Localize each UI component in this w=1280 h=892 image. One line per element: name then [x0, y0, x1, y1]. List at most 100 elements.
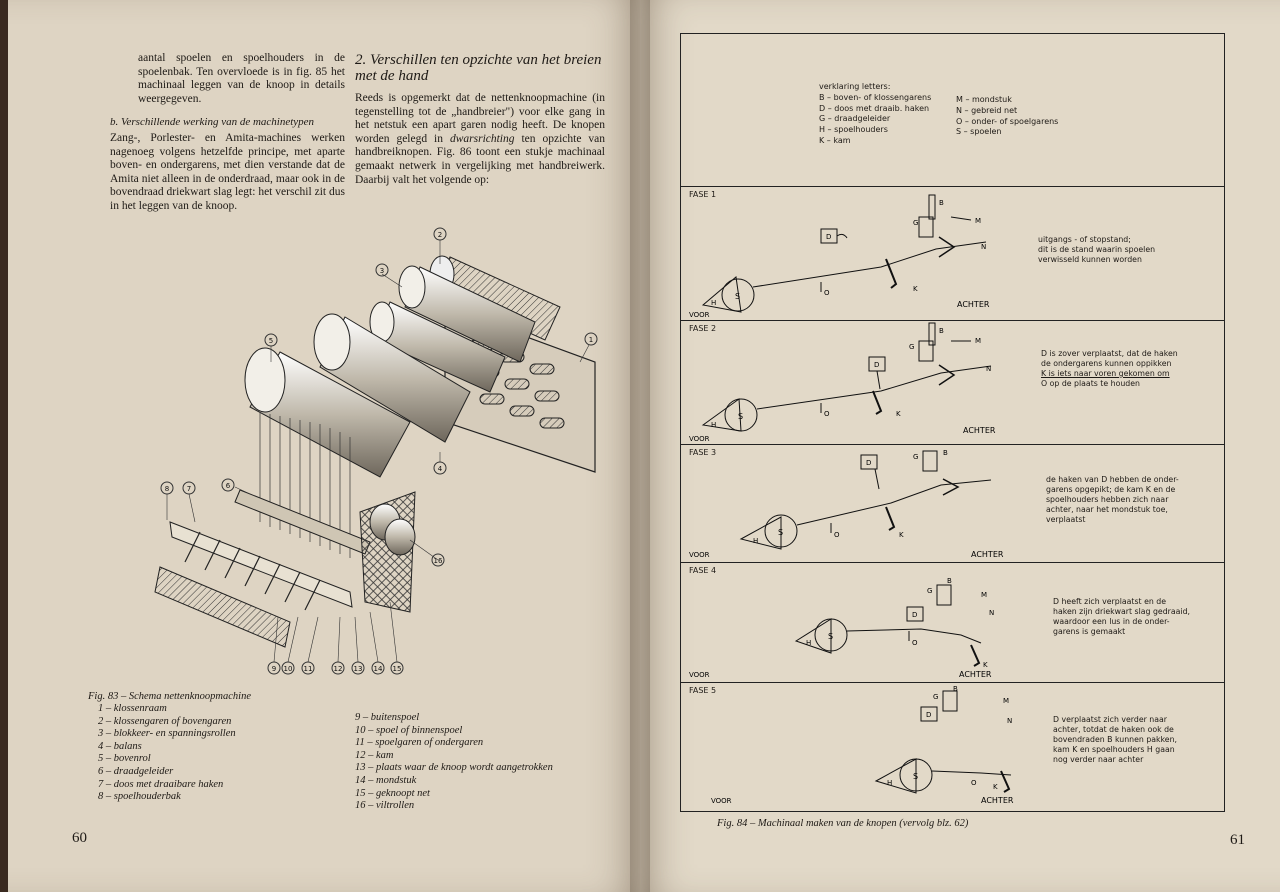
phase-label: FASE 5	[689, 686, 717, 695]
phase-1: FASE 1 S H O D K G B M	[681, 186, 1224, 321]
callout-8: 8	[160, 481, 174, 495]
label-b: B	[943, 449, 948, 457]
phase-note: D heeft zich verplaatst en de haken zijn…	[1053, 597, 1190, 637]
phase-label: FASE 4	[689, 566, 717, 575]
phase-4: FASE 4 S H O D K G B M N VOOR ACHTER	[681, 562, 1224, 683]
phase-label: FASE 1	[689, 190, 717, 199]
svg-text:4: 4	[438, 465, 443, 473]
svg-text:1: 1	[589, 336, 593, 344]
callout-12: 12	[331, 661, 345, 675]
label-voor: VOOR	[689, 311, 710, 319]
legend-item: B – boven- of klossengarens	[819, 92, 932, 102]
note-line: garens is gemaakt	[1053, 627, 1126, 636]
legend-item: 4 – balans	[98, 740, 142, 752]
paragraph-emphasis: dwarsrichting	[449, 132, 515, 145]
note-line: bovendraden B kunnen pakken,	[1053, 735, 1178, 744]
legend-item: 6 – draadgeleider	[98, 765, 174, 777]
label-m: M	[975, 217, 981, 225]
label-m: M	[1003, 697, 1009, 705]
callout-3: 3	[375, 263, 389, 277]
svg-text:6: 6	[226, 482, 231, 490]
phase-note: uitgangs - of stopstand; dit is de stand…	[1038, 235, 1155, 265]
paragraph-machinetypen: Zang-, Porlester- en Amita-machines werk…	[110, 131, 345, 212]
legend-item: 11 – spoelgaren of ondergaren	[355, 737, 484, 749]
label-b: B	[947, 577, 952, 585]
label-voor: VOOR	[689, 671, 710, 679]
fig83-machine-illustration: 2 3 5 1 4 6 7 8 9 10 11 12 13 14 15 16	[154, 227, 598, 675]
note-line: spoelhouders hebben zich naar	[1046, 495, 1169, 504]
callout-1: 1	[584, 332, 598, 346]
phase-3-schematic: S H O D K G B VOOR ACHTER	[689, 449, 1004, 559]
top-roller-5	[244, 347, 411, 478]
fig84-legend-right: M – mondstuk N – gebreid net O – onder- …	[956, 95, 1058, 138]
note-line: waardoor een lus in de onder-	[1053, 617, 1170, 626]
phase-5-schematic: S H O D K G B M N VOOR ACHTER	[711, 685, 1014, 805]
label-s: S	[913, 772, 918, 781]
callout-11: 11	[301, 661, 315, 675]
page-number-left: 60	[72, 830, 87, 846]
svg-text:9: 9	[272, 665, 276, 673]
label-h: H	[711, 421, 716, 429]
label-k: K	[993, 783, 998, 791]
label-o: O	[912, 639, 918, 647]
label-o: O	[971, 779, 977, 787]
label-achter: ACHTER	[957, 300, 990, 309]
label-h: H	[806, 639, 811, 647]
legend-item: 12 – kam	[355, 749, 394, 761]
label-n: N	[986, 365, 991, 373]
book-gutter	[630, 0, 650, 892]
label-d: D	[874, 361, 879, 369]
label-s: S	[828, 632, 833, 641]
fig83-caption: Fig. 83 – Schema nettenknoopmachine	[88, 691, 251, 702]
legend-item: N – gebreid net	[956, 105, 1018, 115]
phase-2-schematic: S H O D K G B M N VOOR ACHTER	[689, 322, 996, 443]
svg-text:8: 8	[165, 485, 169, 493]
note-line: kam K en spoelhouders H gaan	[1053, 745, 1175, 754]
svg-text:11: 11	[304, 665, 313, 673]
note-line: haken zijn driekwart slag gedraaid,	[1053, 607, 1191, 616]
phase-1-schematic: S H O D K G B M N VOOR ACHTER	[689, 194, 990, 319]
label-d: D	[926, 711, 931, 719]
callout-6: 6	[221, 478, 235, 492]
label-s: S	[778, 528, 783, 537]
left-column-text: aantal spoelen en spoelhouders in de spo…	[110, 52, 345, 224]
label-d: D	[912, 611, 917, 619]
legend-item: 8 – spoelhouderbak	[98, 791, 181, 803]
legend-title: verklaring letters:	[819, 82, 891, 91]
phase-label: FASE 3	[689, 448, 717, 457]
legend-item: 1 – klossenraam	[98, 703, 167, 714]
page-number-right: 61	[1230, 832, 1245, 848]
label-k: K	[913, 285, 918, 293]
note-line: uitgangs - of stopstand;	[1038, 235, 1131, 244]
note-line: K is iets naar voren gekomen om	[1041, 369, 1170, 378]
label-g: G	[913, 453, 918, 461]
legend-item: 16 – viltrollen	[355, 800, 415, 812]
legend-item: 7 – doos met draaibare haken	[98, 778, 224, 790]
label-voor: VOOR	[689, 435, 710, 443]
phase-note: D verplaatst zich verder naar achter, to…	[1053, 715, 1177, 765]
label-n: N	[1007, 717, 1012, 725]
legend-item: 14 – mondstuk	[355, 774, 417, 786]
svg-text:7: 7	[187, 485, 191, 493]
callout-2: 2	[433, 227, 447, 241]
callout-7: 7	[182, 481, 196, 495]
svg-text:12: 12	[334, 665, 343, 673]
label-s: S	[735, 292, 740, 301]
legend-item: O – onder- of spoelgarens	[956, 116, 1059, 126]
svg-text:3: 3	[380, 267, 384, 275]
rollers-3	[369, 265, 536, 393]
fig84-caption: Fig. 84 – Machinaal maken van de knopen …	[717, 818, 969, 829]
label-g: G	[909, 343, 914, 351]
legend-item: 15 – geknoopt net	[355, 787, 430, 799]
legend-item: D – doos met draaib. haken	[819, 103, 930, 113]
label-b: B	[953, 685, 958, 693]
callout-4: 4	[433, 461, 447, 475]
phase-note: D is zover verplaatst, dat de haken de o…	[1041, 349, 1178, 389]
callout-13: 13	[351, 661, 365, 675]
label-achter: ACHTER	[963, 426, 996, 435]
right-column-text: 2. Verschillen ten opzichte van het brei…	[355, 52, 605, 187]
callout-5: 5	[264, 333, 278, 347]
label-g: G	[913, 219, 918, 227]
note-line: D heeft zich verplaatst en de	[1053, 597, 1167, 606]
fig83-legend-left: 1 – klossenraam 2 – klossengaren of bove…	[98, 703, 236, 804]
